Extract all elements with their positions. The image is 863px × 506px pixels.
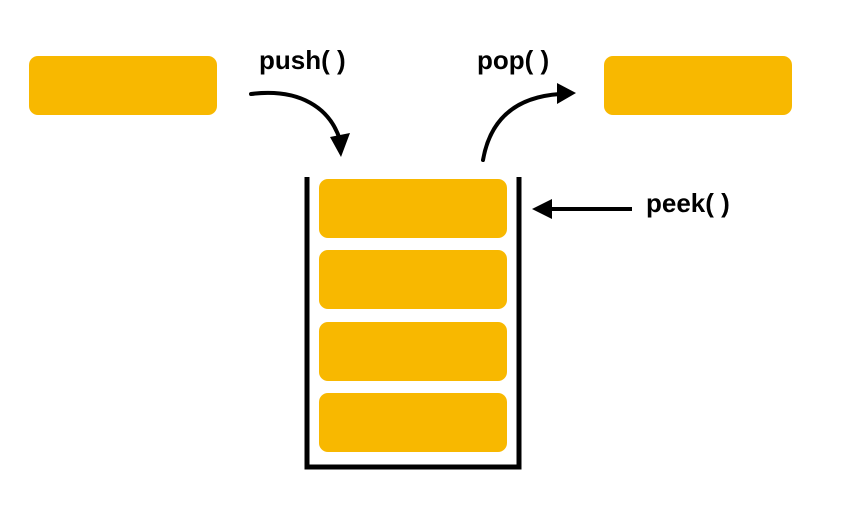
push-arrow-head: [330, 133, 350, 157]
push-arrow-line: [249, 90, 342, 142]
stack-item: [319, 250, 507, 309]
stack-container: [304, 177, 522, 470]
pop-label: pop( ): [477, 45, 550, 75]
peek-arrow-head: [532, 199, 552, 219]
peek-label: peek( ): [646, 188, 730, 218]
incoming-element: [29, 56, 217, 115]
stack-item: [319, 393, 507, 452]
pop-arrow-line: [481, 92, 562, 162]
stack-item: [319, 322, 507, 381]
pop-arrow-head: [557, 83, 576, 104]
stack-item: [319, 179, 507, 238]
popped-element: [604, 56, 792, 115]
push-label: push( ): [259, 45, 346, 75]
